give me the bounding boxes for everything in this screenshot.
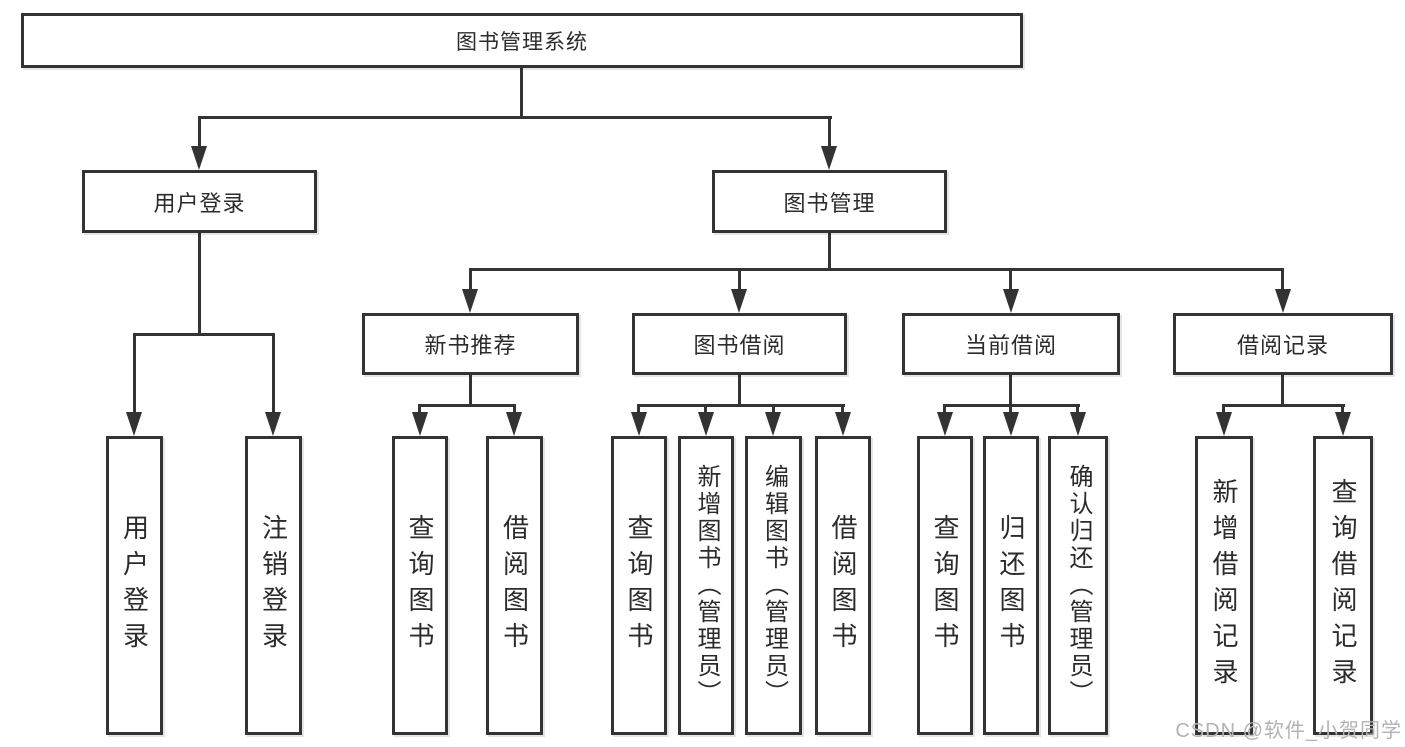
connector-line xyxy=(637,404,640,414)
arrowhead-icon xyxy=(1003,412,1019,436)
node-root: 图书管理系统 xyxy=(21,13,1023,68)
leaf-add-borrow-record: 新增借阅记录 xyxy=(1195,436,1253,735)
leaf-query-borrow-record-label: 查询借阅记录 xyxy=(1328,477,1358,694)
leaf-add-books-admin-label: 新增图书（管理员） xyxy=(693,464,720,707)
arrowhead-icon xyxy=(126,412,142,436)
connector-line xyxy=(943,404,946,414)
arrowhead-icon xyxy=(265,412,281,436)
arrowhead-icon xyxy=(1216,412,1232,436)
connector-line xyxy=(1281,268,1284,291)
connector-line xyxy=(418,404,421,414)
connector-line xyxy=(828,116,831,148)
connector-line xyxy=(1009,268,1012,291)
leaf-user-login-label: 用户登录 xyxy=(119,513,150,658)
connector-line xyxy=(738,268,741,291)
arrowhead-icon xyxy=(698,412,714,436)
leaf-borrow-books-recommend: 借阅图书 xyxy=(486,436,543,735)
node-book-management-label: 图书管理 xyxy=(783,190,876,216)
arrowhead-icon xyxy=(765,412,781,436)
connector-line xyxy=(198,233,201,335)
connector-line xyxy=(198,116,832,119)
leaf-query-books-borrowing: 查询图书 xyxy=(611,436,667,735)
leaf-add-borrow-record-label: 新增借阅记录 xyxy=(1209,477,1239,694)
node-borrowing-records: 借阅记录 xyxy=(1173,313,1393,375)
connector-line xyxy=(469,268,1284,271)
leaf-return-books: 归还图书 xyxy=(983,436,1039,735)
connector-line xyxy=(1009,375,1012,407)
connector-line xyxy=(738,375,741,407)
leaf-query-books-current: 查询图书 xyxy=(917,436,973,735)
leaf-borrow-books-recommend-label: 借阅图书 xyxy=(499,513,530,658)
connector-line xyxy=(1076,404,1079,414)
arrowhead-icon xyxy=(821,146,837,170)
leaf-edit-books-admin: 编辑图书（管理员） xyxy=(745,436,802,735)
arrowhead-icon xyxy=(1003,289,1019,313)
leaf-logout: 注销登录 xyxy=(245,436,302,735)
connector-line xyxy=(272,333,275,413)
arrowhead-icon xyxy=(1275,289,1291,313)
node-new-book-recommendation-label: 新书推荐 xyxy=(424,333,517,358)
node-root-label: 图书管理系统 xyxy=(456,30,588,54)
node-user-login: 用户登录 xyxy=(82,170,317,233)
node-user-login-label: 用户登录 xyxy=(153,190,246,216)
leaf-confirm-return-admin-label: 确认归还（管理员） xyxy=(1065,464,1092,707)
leaf-query-books-borrowing-label: 查询图书 xyxy=(624,513,654,658)
arrowhead-icon xyxy=(731,289,747,313)
node-borrowing-records-label: 借阅记录 xyxy=(1236,333,1329,358)
node-book-borrowing-label: 图书借阅 xyxy=(693,333,786,358)
node-current-borrowing-label: 当前借阅 xyxy=(964,333,1057,358)
connector-line xyxy=(1281,375,1284,407)
arrowhead-icon xyxy=(835,412,851,436)
connector-line xyxy=(1222,404,1225,414)
connector-line xyxy=(1341,404,1344,414)
connector-line xyxy=(469,375,472,407)
connector-line xyxy=(772,404,775,414)
arrowhead-icon xyxy=(631,412,647,436)
arrowhead-icon xyxy=(412,412,428,436)
leaf-borrow-books-label: 借阅图书 xyxy=(828,513,858,658)
arrowhead-icon xyxy=(506,412,522,436)
connector-line xyxy=(520,68,523,118)
connector-line xyxy=(841,404,844,414)
connector-line xyxy=(637,404,845,407)
connector-line xyxy=(418,404,516,407)
arrowhead-icon xyxy=(1335,412,1351,436)
leaf-query-books-current-label: 查询图书 xyxy=(930,513,960,658)
node-new-book-recommendation: 新书推荐 xyxy=(362,313,579,375)
connector-line xyxy=(704,404,707,414)
arrowhead-icon xyxy=(462,289,478,313)
connector-line xyxy=(469,268,472,291)
node-current-borrowing: 当前借阅 xyxy=(902,313,1120,375)
leaf-add-books-admin: 新增图书（管理员） xyxy=(678,436,734,735)
connector-line xyxy=(513,404,516,414)
leaf-query-books-recommend: 查询图书 xyxy=(392,436,448,735)
leaf-query-books-recommend-label: 查询图书 xyxy=(405,513,435,658)
connector-line xyxy=(133,333,275,336)
connector-line xyxy=(1222,404,1345,407)
arrowhead-icon xyxy=(1070,412,1086,436)
leaf-user-login: 用户登录 xyxy=(106,436,163,735)
node-book-borrowing: 图书借阅 xyxy=(632,313,847,375)
connector-line xyxy=(198,116,201,148)
csdn-watermark: CSDN @软件_小贺同学 xyxy=(1175,720,1402,742)
arrowhead-icon xyxy=(937,412,953,436)
leaf-return-books-label: 归还图书 xyxy=(996,513,1026,658)
node-book-management: 图书管理 xyxy=(712,170,947,233)
leaf-logout-label: 注销登录 xyxy=(258,513,289,658)
connector-line xyxy=(133,333,136,413)
connector-line xyxy=(828,233,831,270)
leaf-confirm-return-admin: 确认归还（管理员） xyxy=(1048,436,1108,735)
arrowhead-icon xyxy=(191,146,207,170)
connector-line xyxy=(1009,404,1012,414)
leaf-edit-books-admin-label: 编辑图书（管理员） xyxy=(760,464,788,707)
leaf-borrow-books: 借阅图书 xyxy=(815,436,871,735)
leaf-query-borrow-record: 查询借阅记录 xyxy=(1313,436,1373,735)
